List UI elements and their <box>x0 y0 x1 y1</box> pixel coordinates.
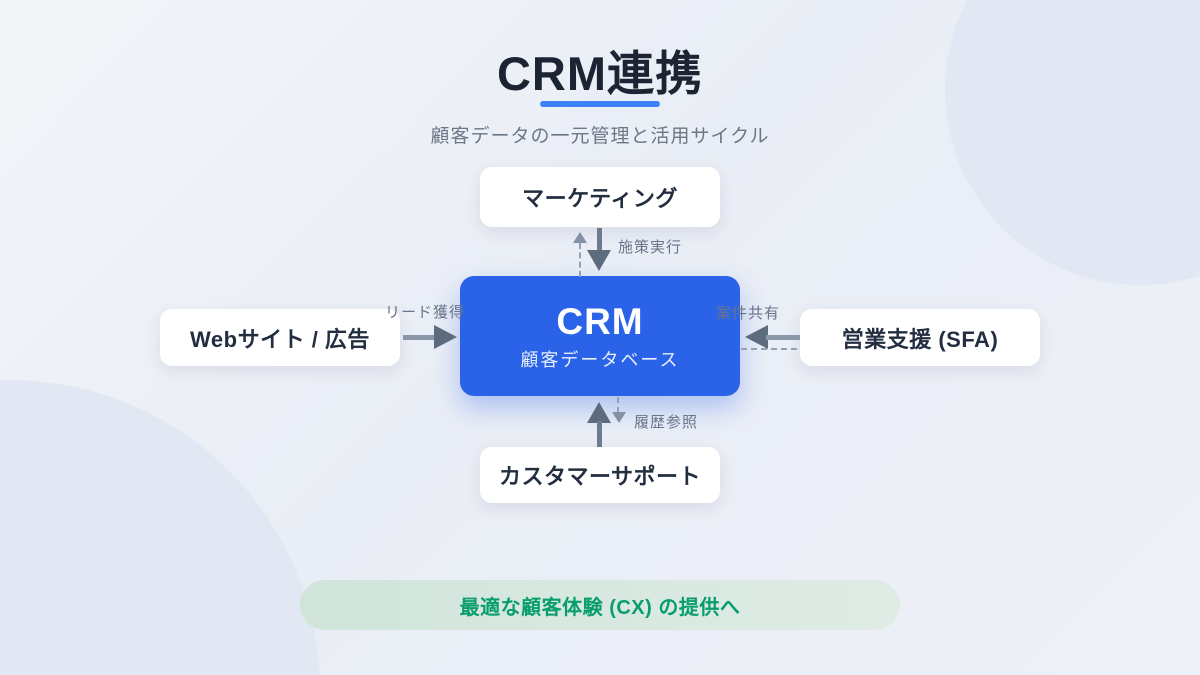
arrow-up-icon <box>587 402 611 423</box>
node-customer-support: カスタマーサポート <box>480 447 720 503</box>
cx-banner-label: 最適な顧客体験 (CX) の提供へ <box>459 596 741 619</box>
arrow-down-icon <box>587 250 611 271</box>
edge-label-marketing: 施策実行 <box>618 239 683 256</box>
arrow-crm-to-marketing-dashed <box>579 243 581 277</box>
arrow-right-icon <box>434 325 457 349</box>
crm-title: CRM <box>556 301 644 342</box>
node-website-ads: Webサイト / 広告 <box>160 309 400 366</box>
arrow-crm-to-support-dashed <box>617 397 619 413</box>
crm-subtitle: 顧客データベース <box>520 350 680 370</box>
node-sales-sfa: 営業支援 (SFA) <box>800 309 1040 366</box>
arrow-left-icon <box>745 325 768 349</box>
edge-label-sales: 案件共有 <box>716 305 781 322</box>
title-underline <box>540 101 660 107</box>
arrow-web-to-crm-shaft <box>403 335 436 340</box>
node-marketing: マーケティング <box>480 167 720 227</box>
page-title: CRM連携 <box>496 47 704 100</box>
arrow-down-dashed-icon <box>612 412 626 423</box>
arrow-support-to-crm-shaft <box>597 421 602 447</box>
node-website-ads-label: Webサイト / 広告 <box>190 326 370 352</box>
edge-label-web: リード獲得 <box>385 304 466 321</box>
arrow-marketing-to-crm-shaft <box>597 228 602 253</box>
node-sales-sfa-label: 営業支援 (SFA) <box>841 326 999 352</box>
arrow-crm-to-sfa-dashed <box>741 348 797 350</box>
edge-label-support: 履歴参照 <box>634 414 699 431</box>
node-marketing-label: マーケティング <box>522 186 678 211</box>
arrow-up-dashed-icon <box>573 232 587 243</box>
page-subtitle: 顧客データの一元管理と活用サイクル <box>430 126 770 147</box>
node-crm-center: CRM 顧客データベース <box>460 276 740 396</box>
arrow-sfa-to-crm-shaft <box>766 335 800 340</box>
background-circle-bottom-left <box>0 380 320 675</box>
cx-banner: 最適な顧客体験 (CX) の提供へ <box>300 580 900 630</box>
node-customer-support-label: カスタマーサポート <box>498 464 702 489</box>
